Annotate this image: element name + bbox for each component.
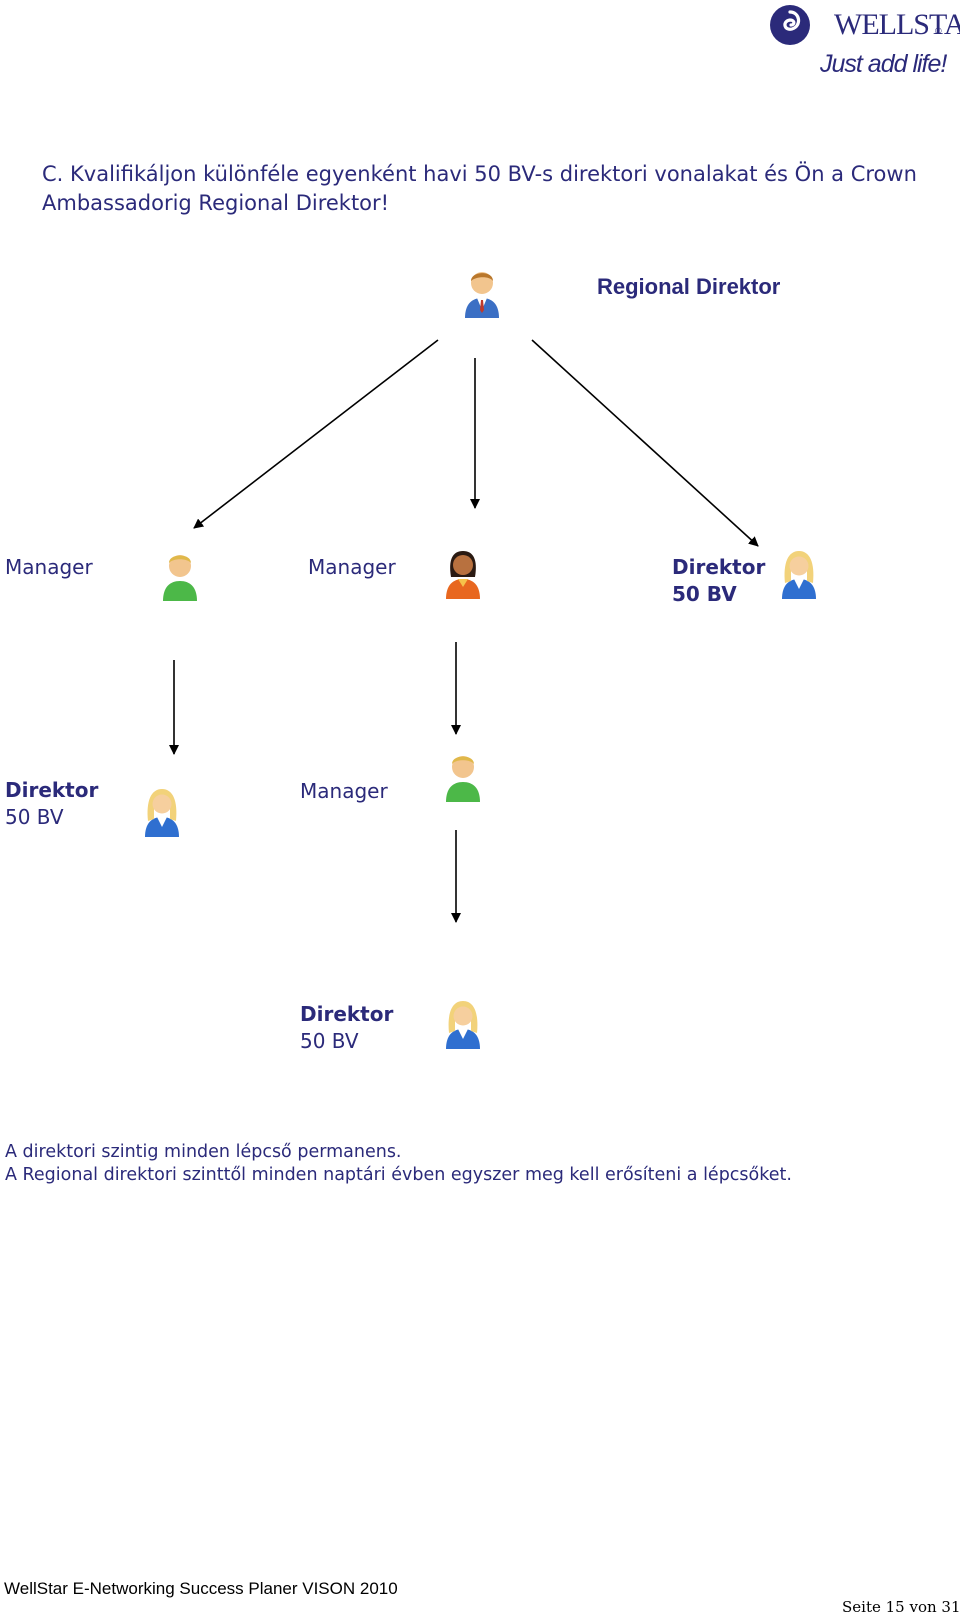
root-title: Regional Direktor [597,274,781,299]
arrow-root-to-direktor-right [531,339,759,547]
footer-document-title: WellStar E-Networking Success Planer VIS… [4,1579,398,1598]
direktor-blonde-icon [145,789,179,837]
note-line-1: A direktori szintig minden lépcső perman… [5,1142,402,1162]
direktor-left-title: Direktor [5,778,99,802]
note-line-2: A Regional direktori szinttől minden nap… [5,1165,792,1185]
direktor-right-title: Direktor [672,555,766,579]
logo-tagline: Just add life! [820,50,947,78]
arrow-root-to-manager-left [193,339,439,529]
footer-page-number: Seite 15 von 31 [842,1598,960,1616]
direktor-right-block: Direktor 50 BV [672,554,765,608]
manager-orange-icon [446,551,480,599]
logo-name: WELLSTAR [834,8,960,41]
direktor-bottom-title: Direktor [300,1002,394,1026]
manager-green-icon [446,756,480,802]
direktor-right-value: 50 BV [672,582,737,606]
wellstar-logo: WELLSTAR ® Just add life! [770,2,960,82]
logo-registered-mark: ® [935,26,942,36]
direktor-bottom-block: Direktor 50 BV [300,1001,393,1055]
direktor-blonde-icon [446,1001,480,1049]
manager-level3-title: Manager [300,779,388,803]
direktor-bottom-value: 50 BV [300,1029,359,1053]
manager-mid-title: Manager [308,555,396,579]
businessman-icon [465,272,499,318]
swirl-logo-icon [770,5,810,45]
manager-left-title: Manager [5,555,93,579]
manager-green-icon [163,555,197,601]
section-heading: C. Kvalifikáljon különféle egyenként hav… [42,162,917,215]
direktor-blonde-icon [782,551,816,599]
direktor-left-value: 50 BV [5,805,64,829]
direktor-left-block: Direktor 50 BV [5,777,98,831]
